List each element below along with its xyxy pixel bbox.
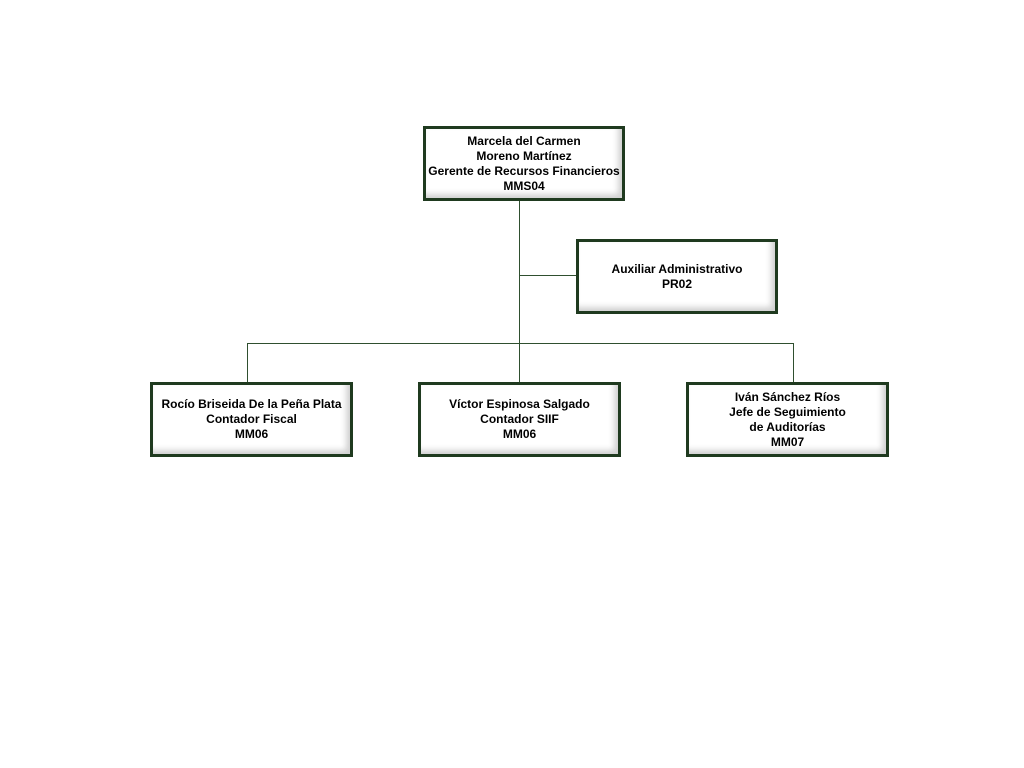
jefe-seguimiento-code: MM07 xyxy=(770,434,805,449)
jefe-seguimiento-title-line-1: Jefe de Seguimiento xyxy=(729,404,846,419)
auxiliar-title: Auxiliar Administrativo xyxy=(611,261,743,276)
node-jefe-seguimiento: Iván Sánchez Ríos Jefe de Seguimiento de… xyxy=(686,382,889,457)
contador-fiscal-code: MM06 xyxy=(234,427,269,441)
jefe-seguimiento-name: Iván Sánchez Ríos xyxy=(734,389,841,404)
node-contador-fiscal: Rocío Briseida De la Peña Plata Contador… xyxy=(150,382,353,457)
connector-auxiliar xyxy=(519,275,577,276)
contador-fiscal-title: Contador Fiscal xyxy=(206,412,297,426)
jefe-seguimiento-title-line-2: de Auditorías xyxy=(749,419,826,434)
contador-fiscal-name: Rocío Briseida De la Peña Plata xyxy=(161,397,342,411)
connector-main-vertical xyxy=(519,200,520,384)
connector-right-drop xyxy=(793,343,794,383)
node-contador-siif: Víctor Espinosa Salgado Contador SIIF MM… xyxy=(418,382,621,457)
gerente-title: Gerente de Recursos Financieros xyxy=(428,163,620,178)
contador-siif-name: Víctor Espinosa Salgado xyxy=(449,397,590,411)
connector-horizontal-bar xyxy=(247,343,794,344)
gerente-name-line-2: Moreno Martínez xyxy=(476,148,572,163)
connector-left-drop xyxy=(247,343,248,383)
node-auxiliar: Auxiliar Administrativo PR02 xyxy=(576,239,778,314)
contador-siif-title: Contador SIIF xyxy=(480,412,559,426)
node-gerente: Marcela del Carmen Moreno Martínez Geren… xyxy=(423,126,625,201)
gerente-code: MMS04 xyxy=(503,178,545,193)
gerente-name-line-1: Marcela del Carmen xyxy=(467,133,581,148)
auxiliar-code: PR02 xyxy=(661,276,693,291)
contador-siif-code: MM06 xyxy=(502,427,537,441)
